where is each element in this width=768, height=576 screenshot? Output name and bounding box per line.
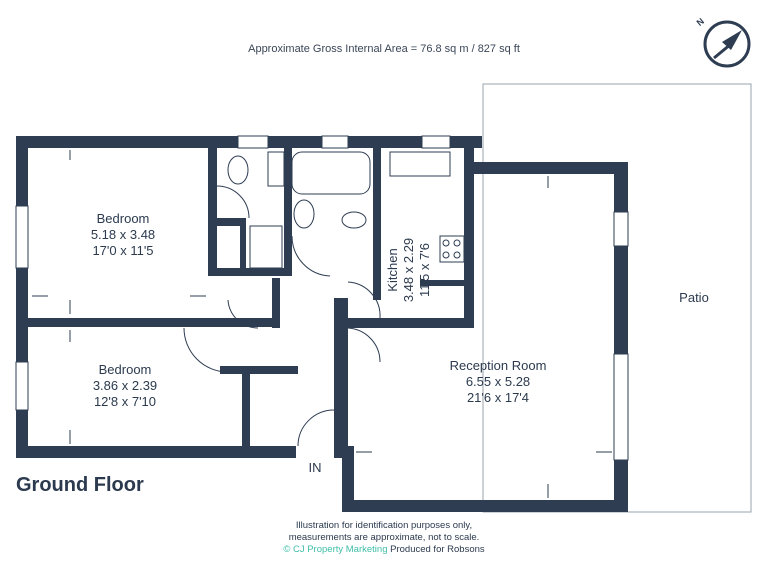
wall-rec-bottom — [342, 500, 628, 512]
room-name: Reception Room — [449, 358, 547, 373]
room-bedroom-1: Bedroom 5.18 x 3.48 17'0 x 11'5 — [58, 211, 188, 259]
wall-rec-right-mid — [614, 246, 628, 354]
room-bedroom-2: Bedroom 3.86 x 2.39 12'8 x 7'10 — [60, 362, 190, 410]
room-reception: Reception Room 6.55 x 5.28 21'6 x 17'4 — [428, 358, 568, 406]
wall-left-top — [16, 136, 28, 206]
kitchen-sink — [389, 151, 451, 177]
window-top-3 — [421, 135, 451, 149]
wall-kitchen-mid — [420, 280, 474, 286]
bath-basin — [293, 199, 315, 229]
door-swing-hall — [227, 299, 259, 329]
wall-wc-bottom — [208, 268, 286, 276]
window-left-2 — [15, 361, 29, 411]
room-metric: 5.18 x 3.48 — [90, 227, 156, 242]
wall-top-mid — [268, 136, 322, 148]
gross-internal-area: Approximate Gross Internal Area = 76.8 s… — [248, 43, 520, 55]
window-top-1 — [237, 135, 269, 149]
room-imperial: 12'8 x 7'10 — [93, 394, 157, 409]
disclaimer-line-2: measurements are approximate, not to sca… — [288, 532, 480, 543]
door-swing-kitchen — [347, 281, 381, 319]
copyright-text: © CJ Property Marketing — [283, 544, 388, 555]
wc-basin — [267, 151, 285, 187]
wall-kitchen-right — [464, 148, 474, 328]
shower-tray — [249, 225, 283, 269]
room-imperial: 17'0 x 11'5 — [92, 243, 154, 258]
wall-rec-top — [474, 162, 628, 174]
disclaimer-line-1: Illustration for identification purposes… — [295, 520, 473, 531]
wall-bath-left — [284, 148, 292, 276]
door-swing-bed2 — [183, 327, 229, 373]
room-imperial: 11'5 x 7'6 — [417, 243, 432, 297]
wall-rec-right-top — [614, 162, 628, 212]
wall-bed2-right — [242, 370, 250, 458]
door-swing-wc — [216, 185, 250, 219]
wall-closet — [217, 218, 245, 226]
footer-disclaimer: Illustration for identification purposes… — [0, 520, 768, 556]
door-swing-bath — [291, 235, 331, 277]
wall-rec-right-bottom — [614, 460, 628, 512]
wc-toilet — [227, 155, 249, 185]
floor-title: Ground Floor — [16, 474, 144, 496]
hob — [439, 235, 465, 263]
credit-line: © CJ Property Marketing Produced for Rob… — [0, 544, 768, 556]
room-name: Bedroom — [96, 211, 150, 226]
room-name: Bedroom — [98, 362, 152, 377]
room-metric: 3.48 x 2.29 — [401, 237, 416, 303]
bathtub — [291, 151, 371, 195]
wall-hall-right — [334, 298, 348, 458]
wall-left-mid — [16, 268, 28, 362]
wall-top-right — [348, 136, 422, 148]
room-name: Kitchen — [385, 248, 400, 292]
wall-bottom-left — [16, 446, 296, 458]
room-imperial: 21'6 x 17'4 — [466, 390, 530, 405]
patio-label: Patio — [679, 290, 709, 305]
wall-bed1-right — [208, 148, 217, 274]
window-left-1 — [15, 205, 29, 269]
wall-top-kitchen — [450, 136, 482, 148]
wall-hall-left — [272, 278, 280, 328]
room-metric: 6.55 x 5.28 — [465, 374, 531, 389]
door-swing-reception — [347, 327, 381, 363]
north-compass-icon — [703, 20, 751, 68]
window-right-2 — [613, 353, 629, 461]
window-top-2 — [321, 135, 349, 149]
wall-bed-divider — [28, 318, 278, 327]
produced-for-text: Produced for Robsons — [390, 544, 485, 555]
wall-closet-side — [240, 218, 246, 268]
room-kitchen: Kitchen 3.48 x 2.29 11'5 x 7'6 — [385, 215, 433, 325]
wall-bath-right — [373, 148, 381, 300]
entrance-label: IN — [308, 460, 322, 475]
door-swing-entrance — [297, 409, 335, 447]
wall-kitchen-bottom — [348, 318, 474, 328]
wall-rec-left — [342, 458, 354, 512]
room-metric: 3.86 x 2.39 — [92, 378, 158, 393]
wall-top-left — [16, 136, 238, 148]
toilet — [341, 211, 367, 229]
window-right-1 — [613, 211, 629, 247]
wall-bed2-top — [220, 366, 298, 374]
